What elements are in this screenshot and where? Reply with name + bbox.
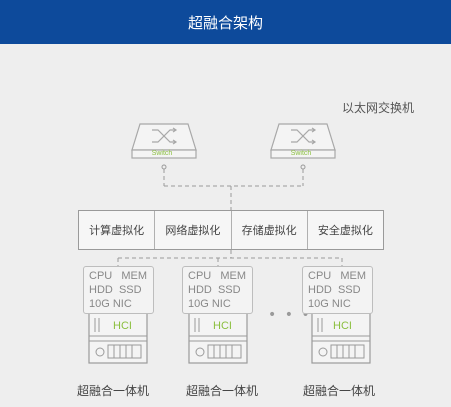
switch-label: Switch: [290, 150, 312, 157]
switch-label: Switch: [151, 150, 173, 157]
node-name: 超融合一体机: [303, 384, 376, 398]
server-icon: [311, 312, 371, 364]
virt-storage: 存储虚拟化: [232, 211, 308, 249]
ethernet-switch-caption: 以太网交换机: [342, 101, 415, 115]
virt-network: 网络虚拟化: [155, 211, 232, 249]
switch-icon: [131, 123, 197, 159]
port-dot: [300, 164, 306, 170]
node-spec-box: CPU MEM HDD SSD 10G NIC: [83, 266, 154, 314]
diagram-header: 超融合架构: [0, 0, 451, 44]
node-name: 超融合一体机: [186, 384, 259, 398]
port-dot: [161, 164, 167, 170]
virt-compute: 计算虚拟化: [79, 211, 156, 249]
virtualization-layer: 计算虚拟化 网络虚拟化 存储虚拟化 安全虚拟化: [78, 210, 384, 250]
node-name: 超融合一体机: [77, 384, 150, 398]
hci-label: HCI: [213, 320, 232, 332]
ellipsis: • • •: [268, 307, 312, 323]
spec-line: HDD SSD: [89, 284, 142, 296]
switch-icon: [270, 123, 336, 159]
virt-security: 安全虚拟化: [317, 224, 373, 237]
diagram-title: 超融合架构: [187, 13, 263, 32]
server-icon: [188, 312, 248, 364]
hci-label: HCI: [333, 320, 352, 332]
spec-line: CPU MEM: [89, 270, 148, 282]
spec-line: CPU MEM: [188, 270, 247, 282]
spec-line: 10G NIC: [188, 298, 231, 310]
spec-line: CPU MEM: [308, 270, 367, 282]
spec-line: HDD SSD: [308, 284, 361, 296]
spec-line: 10G NIC: [89, 298, 132, 310]
node-spec-box: CPU MEM HDD SSD 10G NIC: [302, 266, 373, 314]
hci-label: HCI: [113, 320, 132, 332]
spec-line: 10G NIC: [308, 298, 351, 310]
dashed-links: [117, 169, 343, 266]
spec-line: HDD SSD: [188, 284, 241, 296]
server-icon: [88, 312, 148, 364]
node-spec-box: CPU MEM HDD SSD 10G NIC: [182, 266, 253, 314]
